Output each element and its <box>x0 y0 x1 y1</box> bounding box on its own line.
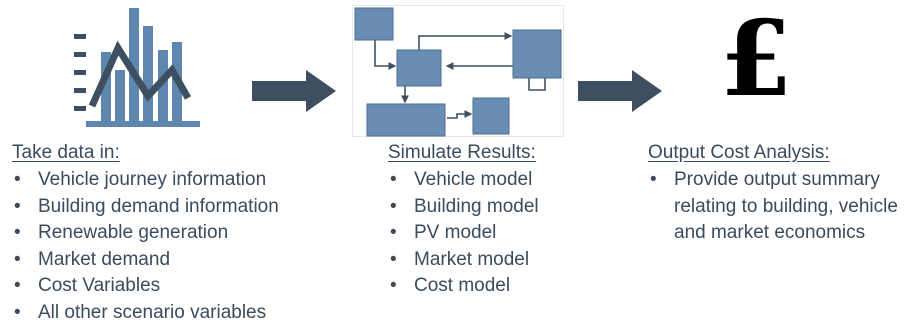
step-title-output: Output Cost Analysis: <box>648 141 830 165</box>
step-title-simulate: Simulate Results: <box>388 141 536 165</box>
list-item: Market demand <box>12 247 279 274</box>
right-arrow-icon <box>578 70 662 112</box>
simulate-list: Vehicle model Building model PV model Ma… <box>388 167 539 300</box>
step-title-input: Take data in: <box>12 141 120 165</box>
list-item: Cost Variables <box>12 273 279 300</box>
flowchart-diagram-icon <box>353 6 563 136</box>
list-item: PV model <box>388 220 539 247</box>
flow-box-1 <box>355 8 393 40</box>
right-arrow-icon <box>252 70 336 112</box>
chart-baseline <box>86 121 200 127</box>
flow-box-2 <box>397 50 441 86</box>
list-item: Cost model <box>388 273 539 300</box>
list-item: Renewable generation <box>12 220 279 247</box>
list-item: Vehicle journey information <box>12 167 279 194</box>
output-list: Provide output summary relating to build… <box>648 167 916 247</box>
list-item: Provide output summary relating to build… <box>648 167 916 247</box>
list-item: All other scenario variables <box>12 300 279 326</box>
flow-box-5 <box>473 98 509 134</box>
input-list: Vehicle journey information Building dem… <box>12 167 279 326</box>
list-item: Building demand information <box>12 194 279 221</box>
list-item: Building model <box>388 194 539 221</box>
list-item: Market model <box>388 247 539 274</box>
list-item: Vehicle model <box>388 167 539 194</box>
flow-box-3 <box>513 30 561 78</box>
axis-ticks <box>74 34 86 111</box>
bar-line-chart-icon <box>74 8 204 128</box>
pound-icon: £ <box>716 0 796 124</box>
flow-box-4 <box>367 104 445 136</box>
